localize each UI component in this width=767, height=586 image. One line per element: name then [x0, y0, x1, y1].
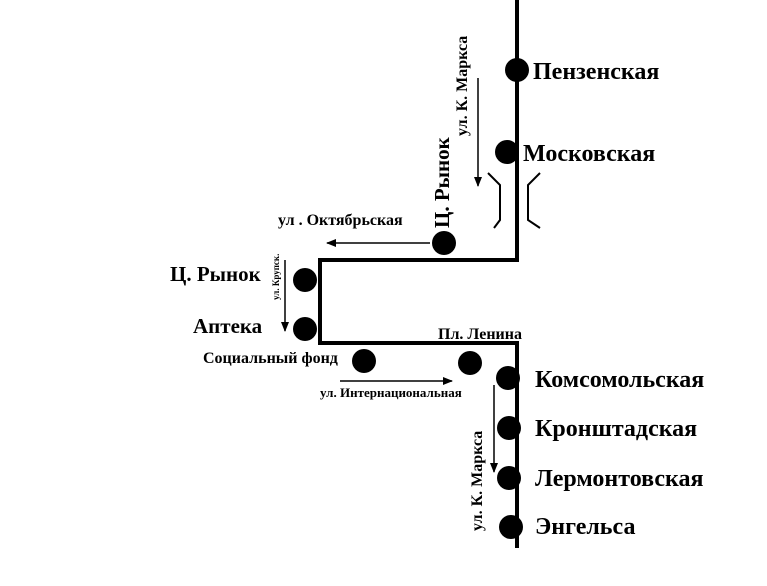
stop-label-apteka[interactable]: Аптека — [193, 314, 263, 338]
stop-marker-pl-lenina[interactable] — [458, 351, 482, 375]
stop-marker-moskovskaya[interactable] — [495, 140, 519, 164]
street-label-krupskoy: ул. Крупск. — [271, 253, 281, 300]
stop-label-engelsa[interactable]: Энгельса — [535, 514, 636, 540]
street-label-k-marksa-top: ул. К. Маркса — [454, 35, 471, 136]
stop-label-moskovskaya[interactable]: Московская — [523, 141, 656, 167]
stop-marker-lermontovskaya[interactable] — [497, 466, 521, 490]
stop-label-kronshtadskaya[interactable]: Кронштадская — [535, 416, 698, 442]
stop-label-komsomolskaya[interactable]: Комсомольская — [535, 367, 705, 393]
stop-label-rynok-left[interactable]: Ц. Рынок — [170, 262, 261, 286]
stop-marker-social-fund[interactable] — [352, 349, 376, 373]
stop-label-penzenskaya[interactable]: Пензенская — [533, 59, 660, 85]
stop-marker-rynok-left[interactable] — [293, 268, 317, 292]
route-line — [318, 0, 519, 548]
stop-label-pl-lenina[interactable]: Пл. Ленина — [438, 326, 522, 343]
stop-marker-engelsa[interactable] — [499, 515, 523, 539]
stop-marker-rynok-top[interactable] — [432, 231, 456, 255]
bridge-bracket-right — [527, 172, 541, 229]
stop-marker-komsomolskaya[interactable] — [496, 366, 520, 390]
stop-marker-kronshtadskaya[interactable] — [497, 416, 521, 440]
street-label-internatsionalnaya: ул. Интернациональная — [320, 385, 462, 400]
street-label-oktyabrskaya: ул . Октябрьская — [278, 212, 403, 229]
street-label-k-marksa-bottom: ул. К. Маркса — [469, 430, 486, 531]
stop-marker-penzenskaya[interactable] — [505, 58, 529, 82]
bridge-bracket-left — [487, 172, 501, 229]
stop-label-social-fund[interactable]: Социальный фонд — [203, 350, 338, 367]
stop-label-lermontovskaya[interactable]: Лермонтовская — [535, 466, 704, 492]
stop-label-rynok-top[interactable]: Ц. Рынок — [430, 137, 454, 228]
stop-marker-apteka[interactable] — [293, 317, 317, 341]
